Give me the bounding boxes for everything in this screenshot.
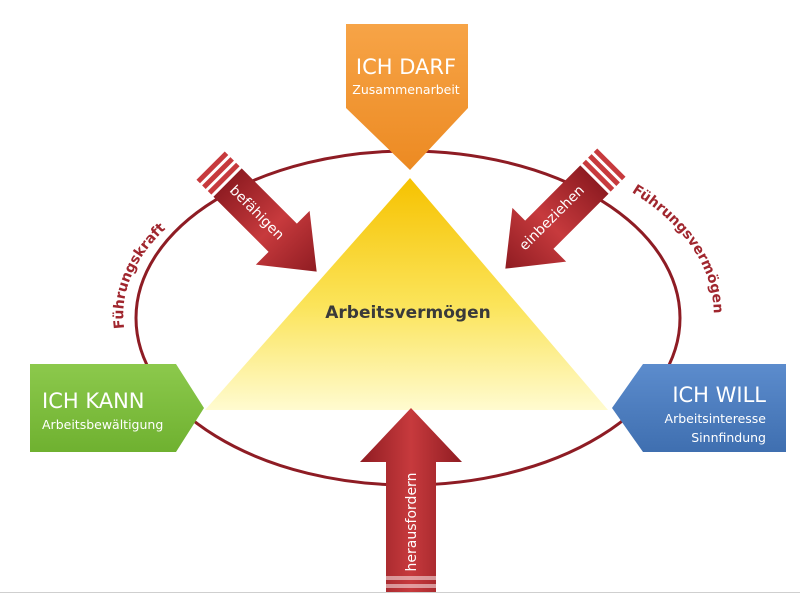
ich-will-subtitle-1: Arbeitsinteresse xyxy=(665,411,767,426)
ich-kann-title: ICH KANN xyxy=(42,389,145,413)
ich-darf-subtitle: Zusammenarbeit xyxy=(352,82,460,97)
central-triangle xyxy=(205,178,608,410)
ich-will-title: ICH WILL xyxy=(672,383,766,407)
arrow-befaehigen: befähigen xyxy=(196,151,317,272)
ich-kann-box: ICH KANN Arbeitsbewältigung xyxy=(30,364,204,452)
ich-will-box: ICH WILL Arbeitsinteresse Sinnfindung xyxy=(612,364,786,452)
ich-will-subtitle-2: Sinnfindung xyxy=(691,430,766,445)
ich-darf-box: ICH DARF Zusammenarbeit xyxy=(346,24,468,170)
ich-darf-title: ICH DARF xyxy=(356,55,456,79)
ich-kann-subtitle: Arbeitsbewältigung xyxy=(42,417,163,432)
arrow-einbeziehen xyxy=(505,148,626,269)
bottom-divider xyxy=(0,592,800,593)
arrow-herausfordern xyxy=(360,408,462,592)
ring-label-fuehrungskraft: Führungskraft xyxy=(111,220,169,330)
arrow-herausfordern-label: herausfordern xyxy=(404,473,420,572)
center-label: Arbeitsvermögen xyxy=(325,303,491,323)
